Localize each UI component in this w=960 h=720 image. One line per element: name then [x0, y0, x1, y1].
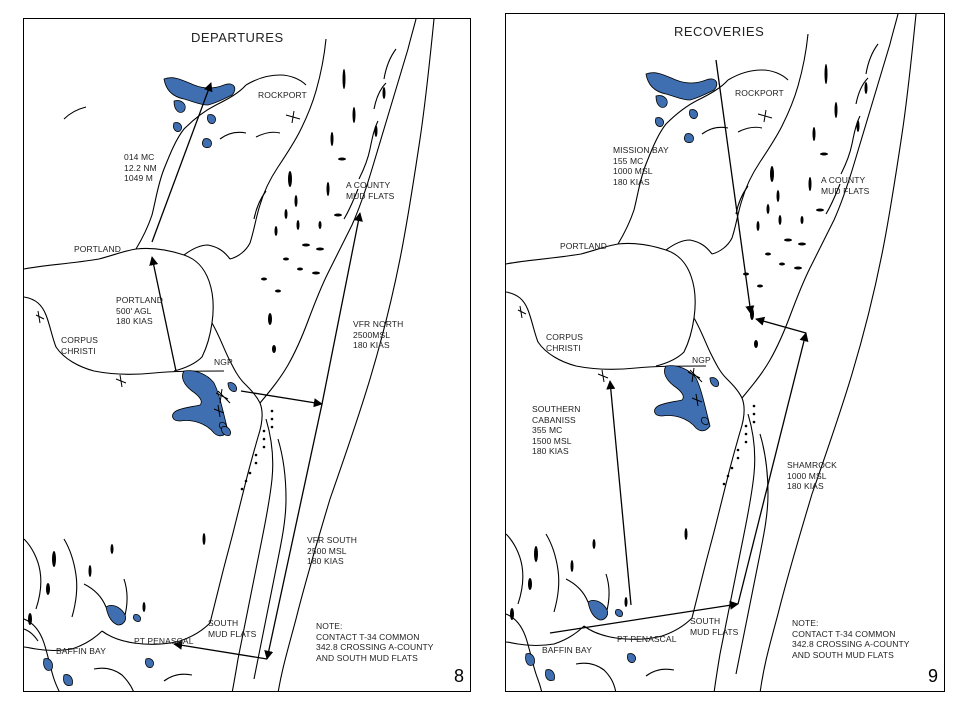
recoveries-map	[506, 14, 917, 691]
mud-flat-marks	[28, 69, 386, 625]
label-southern-cabaniss: SOUTHERN CABANISS 355 MC 1500 MSL 180 KI…	[532, 404, 581, 456]
route-arrow-portland	[149, 256, 177, 372]
recoveries-map-panel: RECOVERIES ROCKPORT MISSION BAY 155 MC 1…	[505, 13, 945, 692]
coastline	[506, 14, 917, 691]
label-vfr-north: VFR NORTH 2500MSL 180 KIAS	[353, 319, 404, 350]
route-arrows	[149, 82, 363, 660]
label-vfr-south: VFR SOUTH 2500 MSL 180 KIAS	[307, 535, 358, 566]
label-portland: PORTLAND	[560, 241, 607, 251]
label-note: NOTE: CONTACT T-34 COMMON 342.8 CROSSING…	[316, 621, 434, 663]
route-arrow-mission-bay	[715, 59, 755, 315]
label-baffin-bay: BAFFIN BAY	[542, 645, 592, 655]
route-arrows	[549, 59, 809, 634]
route-arrow-south-mud-flats	[173, 640, 268, 660]
label-portland-route: PORTLAND 500' AGL 180 KIAS	[116, 295, 163, 326]
route-arrow-vfr-south	[264, 403, 323, 660]
label-leg-rockport: 014 MC 12.2 NM 1049 M	[124, 152, 157, 183]
water-bodies	[525, 72, 719, 681]
label-note: NOTE: CONTACT T-34 COMMON 342.8 CROSSING…	[792, 618, 910, 660]
runway-marks	[35, 110, 301, 418]
label-south-mud-flats: SOUTH MUD FLATS	[208, 618, 257, 639]
label-rockport: ROCKPORT	[735, 88, 784, 98]
route-arrow-vfr-north	[321, 212, 363, 405]
label-mission-bay: MISSION BAY 155 MC 1000 MSL 180 KIAS	[613, 145, 669, 187]
page-number: 9	[928, 666, 939, 686]
mud-flat-marks	[510, 64, 868, 620]
label-a-county-mud-flats: A COUNTY MUD FLATS	[346, 180, 395, 201]
route-arrow-shamrock-entry	[755, 316, 807, 334]
route-arrow-shamrock	[737, 332, 809, 605]
label-pt-penascal: PT PENASCAL	[617, 634, 677, 644]
departures-map-panel: DEPARTURES ROCKPORT 014 MC 12.2 NM 1049 …	[23, 18, 471, 692]
water-bodies	[43, 77, 237, 686]
label-south-mud-flats: SOUTH MUD FLATS	[690, 616, 739, 637]
coastline	[24, 19, 435, 691]
label-portland: PORTLAND	[74, 244, 121, 254]
panel-title: DEPARTURES	[191, 30, 284, 45]
label-shamrock: SHAMROCK 1000 MSL 180 KIAS	[787, 460, 837, 491]
departures-map	[24, 19, 435, 691]
label-ngp: NGP	[692, 355, 711, 365]
route-arrow-ngp-east	[240, 390, 323, 408]
route-arrow-portland-rockport	[151, 82, 213, 243]
label-ngp: NGP	[214, 357, 233, 367]
label-corpus-christi: CORPUS CHRISTI	[61, 335, 98, 356]
page-number: 8	[454, 666, 465, 686]
label-corpus-christi: CORPUS CHRISTI	[546, 332, 583, 353]
panel-title: RECOVERIES	[674, 24, 765, 39]
label-pt-penascal: PT PENASCAL	[134, 636, 194, 646]
route-arrow-south-mud-flats	[549, 600, 739, 634]
label-baffin-bay: BAFFIN BAY	[56, 646, 106, 656]
runway-marks	[517, 109, 773, 407]
label-a-county-mud-flats: A COUNTY MUD FLATS	[821, 175, 870, 196]
label-rockport: ROCKPORT	[258, 90, 307, 100]
route-arrow-southern-cabaniss	[606, 380, 632, 606]
